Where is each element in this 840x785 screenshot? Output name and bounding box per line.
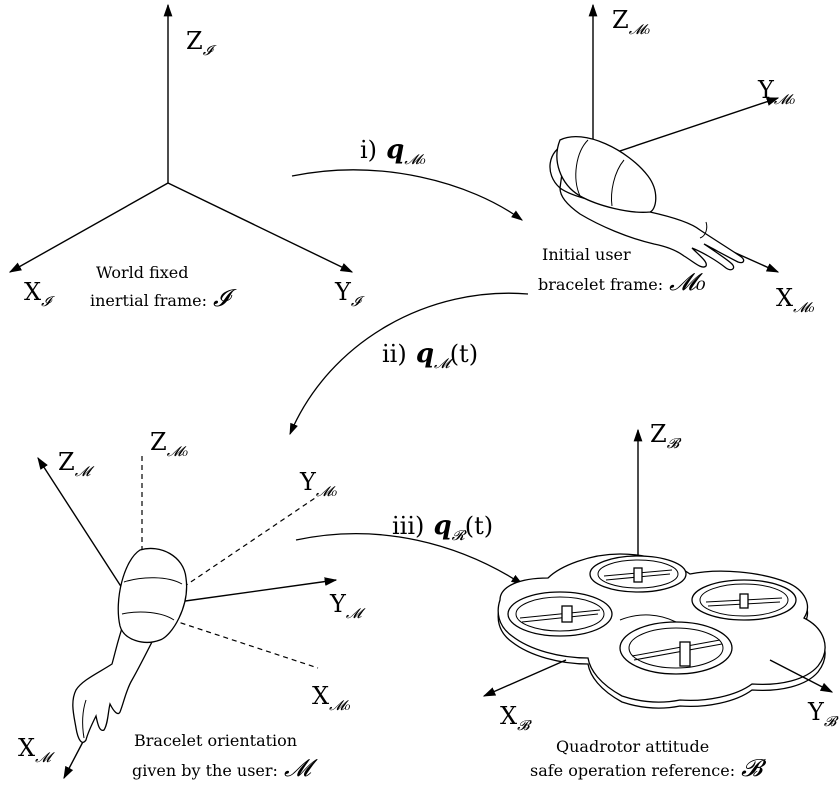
transform-i-label: i) q𝓜₀: [360, 135, 426, 168]
initial-arm-illustration: [549, 135, 745, 271]
m-y-axis: [177, 577, 338, 603]
quad-z-label: Z𝓑: [650, 420, 682, 452]
quad-caption-line1: Quadrotor attitude: [556, 737, 709, 756]
quad-y-axis: [769, 659, 834, 693]
m-caption-line1: Bracelet orientation: [134, 731, 297, 750]
m-ref-x0-axis: [171, 619, 319, 669]
world-y-axis: [167, 182, 354, 273]
bracelet-arm-illustration: [72, 547, 188, 743]
m-x0-label: X𝓜₀: [312, 682, 351, 714]
world-x-axis: [8, 182, 169, 273]
initial-bracelet-frame: Z𝓜₀ Y𝓜₀ X𝓜₀ Initial user bracelet frame:…: [538, 3, 815, 316]
m-x-axis: [63, 735, 87, 780]
m0-y-label: Y𝓜₀: [757, 76, 796, 108]
transform-i-arrow: [291, 169, 523, 221]
transform-ii-arrow: [289, 292, 529, 436]
quadrotor-frame: Z𝓑 X𝓑 Y𝓑 Quadrotor attitude safe operati…: [482, 420, 839, 782]
m-x-label: X𝓜: [18, 734, 55, 766]
transform-ii: ii) q𝓜(t): [289, 292, 529, 436]
transform-iii-arrow: [295, 533, 523, 585]
quad-x-axis: [482, 659, 567, 697]
m-y-label: Y𝓜: [329, 590, 366, 622]
m-z-label: Z𝓜: [58, 448, 95, 480]
quad-y-label: Y𝓑: [807, 698, 839, 730]
transform-iii: iii) q𝓡(t): [295, 511, 523, 585]
m-z0-label: Z𝓜₀: [150, 428, 188, 460]
m-ref-y0-axis: [175, 495, 319, 593]
bracelet-frame: Z𝓜₀ Z𝓜 Y𝓜₀ Y𝓜 X𝓜₀ X𝓜 Bracelet orientatio…: [18, 428, 366, 782]
quad-caption-line2: safe operation reference:𝓑: [530, 754, 767, 782]
transform-ii-label: ii) q𝓜(t): [382, 339, 478, 372]
m0-y-axis: [592, 97, 780, 161]
m0-caption-line1: Initial user: [542, 245, 631, 264]
transform-i: i) q𝓜₀: [291, 135, 523, 221]
m-caption-line2: given by the user:𝓜: [132, 754, 318, 782]
m-z-axis: [37, 456, 123, 589]
m-y0-label: Y𝓜₀: [299, 468, 338, 500]
m0-x-label: X𝓜₀: [776, 284, 815, 316]
quadrotor-illustration: [497, 553, 826, 709]
world-caption-line2: inertial frame:𝓘: [90, 284, 237, 312]
world-z-label: Z𝓘: [186, 27, 217, 59]
world-y-label: Y𝓘: [334, 278, 365, 310]
world-x-label: X𝓘: [24, 278, 55, 310]
world-frame: Z𝓘 X𝓘 Y𝓘 World fixed inertial frame:𝓘: [8, 3, 365, 312]
world-caption-line1: World fixed: [96, 263, 189, 282]
m0-caption-line2: bracelet frame:𝓜₀: [538, 268, 706, 296]
transform-iii-label: iii) q𝓡(t): [392, 511, 493, 544]
m0-z-label: Z𝓜₀: [612, 6, 650, 38]
quad-x-label: X𝓑: [500, 702, 532, 734]
